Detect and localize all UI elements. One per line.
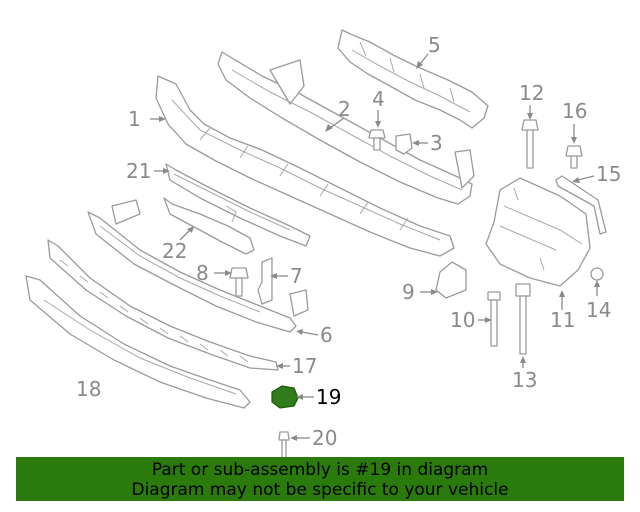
callout-3: 3 — [430, 131, 443, 155]
callout-10: 10 — [450, 308, 475, 332]
banner-line-1: Part or sub-assembly is #19 in diagram — [151, 460, 489, 480]
callout-15: 15 — [596, 162, 621, 186]
callout-19-highlighted: 19 — [316, 385, 341, 409]
callout-8: 8 — [196, 261, 209, 285]
callout-22: 22 — [162, 239, 187, 263]
part-2-reinforcement-beam — [217, 51, 475, 205]
part-12-bolt — [521, 119, 539, 169]
callout-6: 6 — [320, 323, 333, 347]
banner-line-2: Diagram may not be specific to your vehi… — [131, 480, 509, 500]
callout-14: 14 — [586, 298, 611, 322]
info-banner: Part or sub-assembly is #19 in diagram D… — [16, 457, 624, 501]
part-8-screw — [229, 267, 249, 297]
callout-7: 7 — [290, 264, 303, 288]
callout-12: 12 — [519, 81, 544, 105]
part-19-highlighted-bracket — [271, 385, 299, 409]
part-1-energy-absorber — [155, 75, 455, 257]
callout-18: 18 — [76, 377, 101, 401]
part-15-bracket — [555, 175, 607, 235]
callout-16: 16 — [562, 99, 587, 123]
callout-4: 4 — [372, 87, 385, 111]
callout-21: 21 — [126, 159, 151, 183]
callout-20: 20 — [312, 426, 337, 450]
leader-lines — [150, 53, 600, 441]
callout-labels: 1 2 3 4 5 6 7 8 9 10 11 12 13 14 15 16 1… — [76, 33, 621, 450]
part-5-upper-bracket — [337, 29, 489, 129]
part-10-bolt — [487, 291, 501, 347]
part-4-screw — [368, 129, 386, 151]
callout-5: 5 — [428, 33, 441, 57]
part-21-strip — [165, 163, 311, 247]
callout-2: 2 — [338, 97, 351, 121]
part-13-bolt — [515, 283, 531, 355]
part-7-bracket — [257, 257, 273, 305]
part-11-side-bracket — [485, 177, 591, 287]
part-6-lower-bar — [87, 199, 309, 333]
callout-11: 11 — [550, 308, 575, 332]
callout-13: 13 — [512, 368, 537, 392]
part-9-bracket — [435, 261, 467, 299]
part-18-deflector — [25, 275, 251, 409]
part-3-clip — [395, 133, 413, 155]
part-16-screw — [565, 145, 583, 169]
callout-17: 17 — [292, 354, 317, 378]
part-22-strip — [163, 197, 255, 255]
callout-1: 1 — [128, 107, 141, 131]
part-14-nut — [590, 267, 604, 281]
callout-9: 9 — [402, 280, 415, 304]
